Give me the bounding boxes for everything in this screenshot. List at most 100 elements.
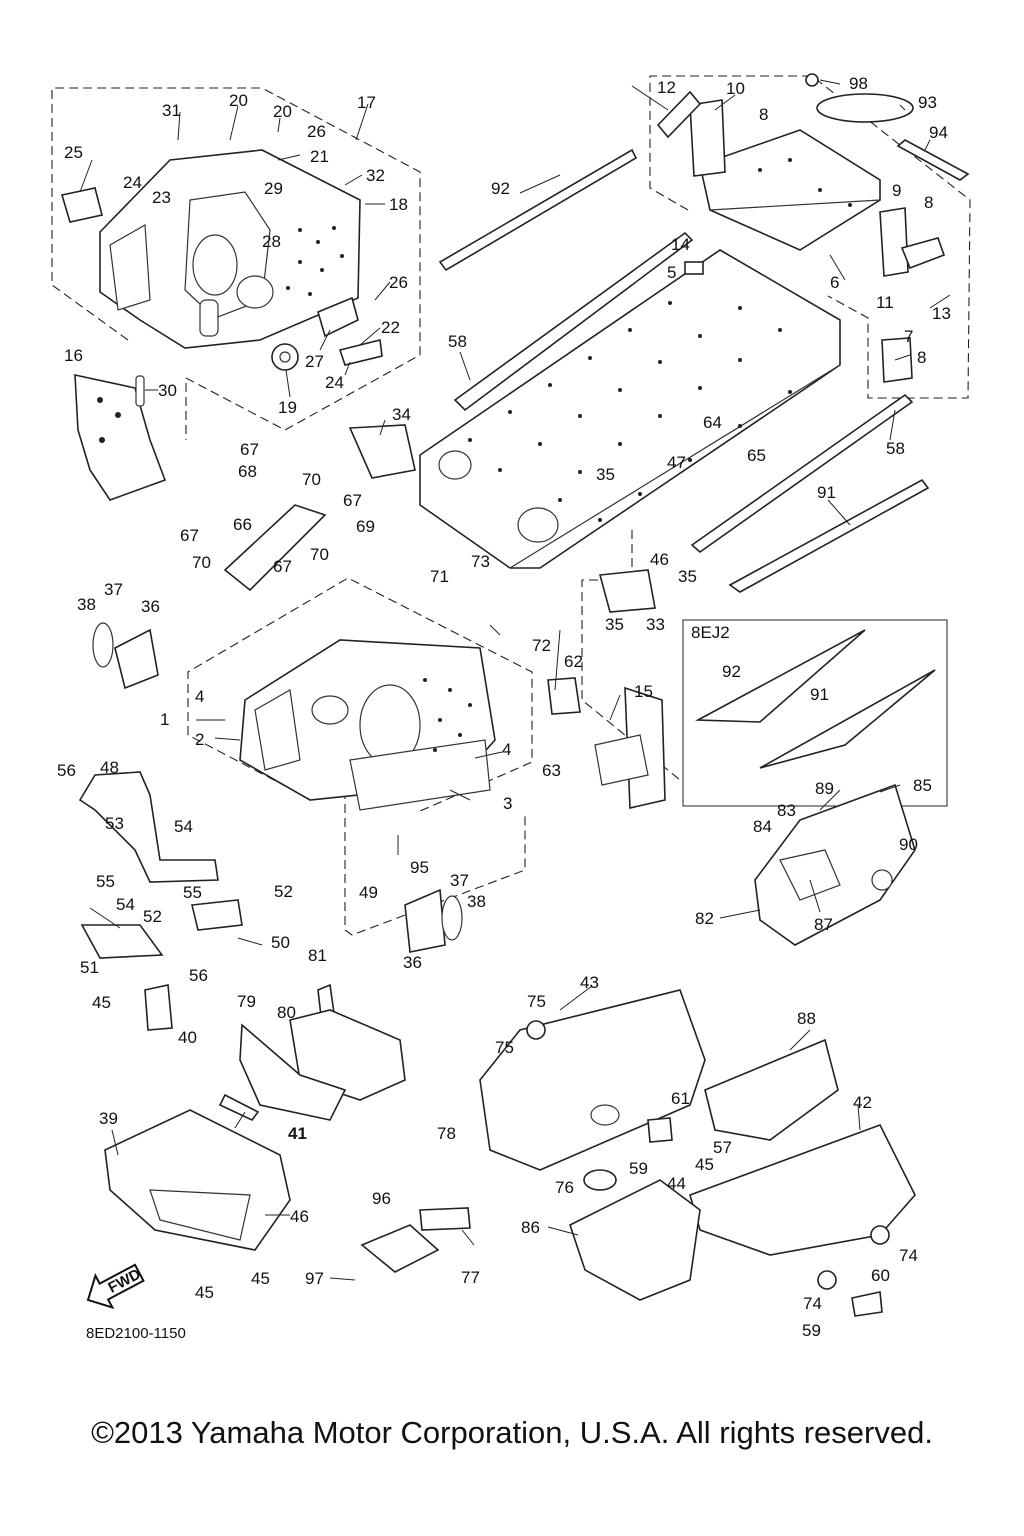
callout-77: 77 — [461, 1268, 480, 1287]
decal-93 — [816, 93, 914, 123]
group-boundary-steering — [344, 790, 526, 936]
callout-46a: 46 — [650, 550, 669, 569]
callout-96: 96 — [372, 1189, 391, 1208]
bracket-25 — [60, 187, 103, 223]
callout-46b: 46 — [290, 1207, 309, 1226]
front-frame-assembly — [99, 149, 361, 349]
callout-98: 98 — [849, 74, 868, 93]
callout-41: 41 — [288, 1124, 307, 1143]
panel-79 — [239, 1023, 347, 1121]
callouts: 25 31 20 20 17 26 21 24 23 29 32 18 28 2… — [57, 74, 951, 1340]
callout-14: 14 — [671, 235, 690, 254]
callout-83: 83 — [777, 801, 796, 820]
callout-19: 19 — [278, 398, 297, 417]
callout-57: 57 — [713, 1138, 732, 1157]
callout-91-inset: 91 — [810, 685, 829, 704]
callout-81: 81 — [308, 946, 327, 965]
copyright-notice: ©2013 Yamaha Motor Corporation, U.S.A. A… — [91, 1415, 933, 1450]
callout-31: 31 — [162, 101, 181, 120]
plate-14 — [684, 261, 704, 275]
callout-60: 60 — [871, 1266, 890, 1285]
callout-93: 93 — [918, 93, 937, 112]
decal-91 — [728, 478, 930, 593]
callout-59b: 59 — [802, 1321, 821, 1340]
callout-7: 7 — [904, 327, 913, 346]
side-panel-assembly — [754, 783, 916, 946]
callout-29: 29 — [264, 179, 283, 198]
callout-67d: 67 — [273, 557, 292, 576]
callout-4a: 4 — [195, 687, 204, 706]
callout-71: 71 — [430, 567, 449, 586]
callout-54a: 54 — [174, 817, 193, 836]
callout-64: 64 — [703, 413, 722, 432]
callout-20a: 20 — [229, 91, 248, 110]
callout-26a: 26 — [307, 122, 326, 141]
callout-85: 85 — [913, 776, 932, 795]
group-boundary-front-frame — [51, 87, 421, 440]
callout-24b: 24 — [325, 373, 344, 392]
plate-34 — [348, 424, 416, 479]
callout-37a: 37 — [104, 580, 123, 599]
callout-94: 94 — [929, 123, 948, 142]
callout-20b: 20 — [273, 102, 292, 121]
strip-94 — [896, 139, 970, 181]
callout-23: 23 — [152, 188, 171, 207]
group-boundary-rear-top — [649, 75, 971, 399]
callout-74b: 74 — [803, 1294, 822, 1313]
grommet-75 — [526, 1020, 546, 1040]
callout-33: 33 — [646, 615, 665, 634]
callout-68: 68 — [238, 462, 257, 481]
callout-9: 9 — [892, 181, 901, 200]
callout-27: 27 — [305, 352, 324, 371]
callout-15: 15 — [634, 682, 653, 701]
leader-lines — [79, 79, 951, 1281]
callout-82: 82 — [695, 909, 714, 928]
callout-67c: 67 — [180, 526, 199, 545]
callout-48: 48 — [100, 758, 119, 777]
callout-35a: 35 — [596, 465, 615, 484]
callout-30: 30 — [158, 381, 177, 400]
callout-55b: 55 — [183, 883, 202, 902]
callout-66: 66 — [233, 515, 252, 534]
callout-18: 18 — [389, 195, 408, 214]
callout-24a: 24 — [123, 173, 142, 192]
callout-90: 90 — [899, 835, 918, 854]
callout-25: 25 — [64, 143, 83, 162]
callout-52a: 52 — [274, 882, 293, 901]
callout-8b: 8 — [924, 193, 933, 212]
callout-86: 86 — [521, 1218, 540, 1237]
callout-34: 34 — [392, 405, 411, 424]
bracket-50 — [191, 899, 243, 931]
inset-decal-91 — [759, 669, 936, 769]
parts-diagram: FWD — [51, 73, 971, 1340]
callout-35c: 35 — [605, 615, 624, 634]
callout-78: 78 — [437, 1124, 456, 1143]
callout-92: 92 — [491, 179, 510, 198]
callout-36b: 36 — [403, 953, 422, 972]
rod-30 — [135, 375, 145, 407]
callout-75b: 75 — [495, 1038, 514, 1057]
callout-39: 39 — [99, 1109, 118, 1128]
inset-decal-92 — [695, 629, 866, 723]
callout-80: 80 — [277, 1003, 296, 1022]
callout-91: 91 — [817, 483, 836, 502]
callout-70a: 70 — [302, 470, 321, 489]
bracket-60 — [851, 1291, 883, 1317]
callout-6: 6 — [830, 273, 839, 292]
callout-67b: 67 — [343, 491, 362, 510]
panel-43 — [479, 989, 706, 1171]
callout-2: 2 — [195, 730, 204, 749]
callout-84: 84 — [753, 817, 772, 836]
clip-41 — [218, 1093, 260, 1122]
callout-45d: 45 — [695, 1155, 714, 1174]
callout-88: 88 — [797, 1009, 816, 1028]
callout-36a: 36 — [141, 597, 160, 616]
callout-76: 76 — [555, 1178, 574, 1197]
callout-87: 87 — [814, 915, 833, 934]
bar-48 — [78, 771, 219, 883]
fwd-arrow-icon: FWD — [86, 1263, 145, 1310]
callout-50: 50 — [271, 933, 290, 952]
callout-72: 72 — [532, 636, 551, 655]
grommet-76 — [583, 1169, 617, 1191]
plate-62 — [547, 677, 581, 715]
